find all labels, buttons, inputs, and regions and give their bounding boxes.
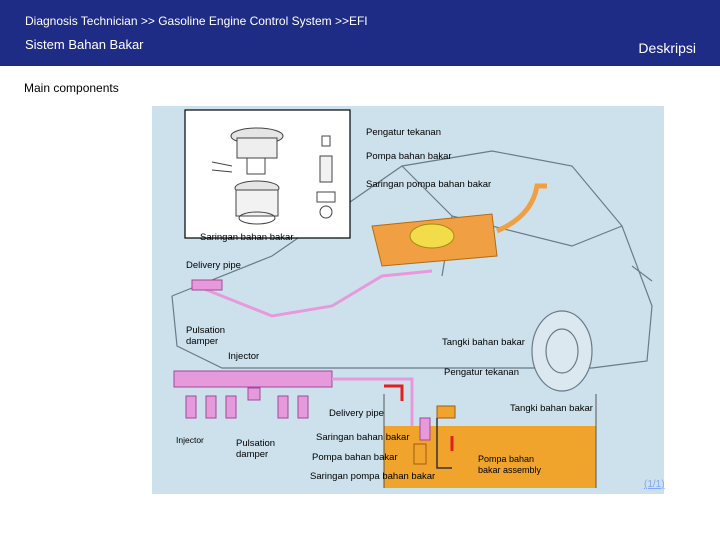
label-injector-bottom: Injector xyxy=(176,435,204,445)
fuel-system-diagram: Pengatur tekanan Pompa bahan bakar Sarin… xyxy=(152,106,664,494)
label-fuel-filter-top: Saringan bahan bakar xyxy=(200,232,294,243)
label-pressure-regulator-top: Pengatur tekanan xyxy=(366,127,442,138)
label-fuel-pump-top: Pompa bahan bakar xyxy=(366,151,452,162)
label-delivery-pipe-top: Delivery pipe xyxy=(186,260,241,271)
label-delivery-pipe-bottom: Delivery pipe xyxy=(329,408,384,419)
breadcrumb: Diagnosis Technician >> Gasoline Engine … xyxy=(25,14,368,28)
label-injector-top: Injector xyxy=(228,351,260,362)
fuel-line-car xyxy=(196,269,433,318)
section-label: Main components xyxy=(24,81,119,95)
page-indicator[interactable]: (1/1) xyxy=(644,479,665,490)
pump-module-drawing xyxy=(211,127,336,225)
fuel-tank-drawing xyxy=(371,183,547,267)
delivery-pipe-schematic xyxy=(173,370,333,388)
label-fuel-pump-bottom: Pompa bahan bakar xyxy=(312,452,398,463)
diagram-drawing xyxy=(171,109,653,488)
label-pump-filter-top: Saringan pompa bahan bakar xyxy=(366,179,492,190)
label-fuel-filter-bottom: Saringan bahan bakar xyxy=(316,432,410,443)
label-pulsation-damper-bottom: Pulsation damper xyxy=(236,438,276,460)
header-bar: Diagnosis Technician >> Gasoline Engine … xyxy=(0,0,720,66)
return-arrows xyxy=(384,384,454,451)
car-outline xyxy=(171,150,653,392)
delivery-pipe-car xyxy=(191,279,223,291)
fuel-feed-line xyxy=(332,377,414,436)
injectors-schematic xyxy=(185,387,309,419)
label-fuel-tank-top: Tangki bahan bakar xyxy=(442,337,525,348)
label-pump-assembly: Pompa bahan bakar assembly xyxy=(478,454,542,475)
label-pulsation-damper-top: Pulsation damper xyxy=(186,325,226,347)
page-title: Sistem Bahan Bakar xyxy=(25,37,144,52)
label-pressure-regulator-bottom: Pengatur tekanan xyxy=(444,367,520,378)
label-fuel-tank-bottom: Tangki bahan bakar xyxy=(510,403,593,414)
description-button[interactable]: Deskripsi xyxy=(638,40,696,56)
label-pump-filter-bottom: Saringan pompa bahan bakar xyxy=(310,471,436,482)
tank-schematic xyxy=(383,394,597,488)
